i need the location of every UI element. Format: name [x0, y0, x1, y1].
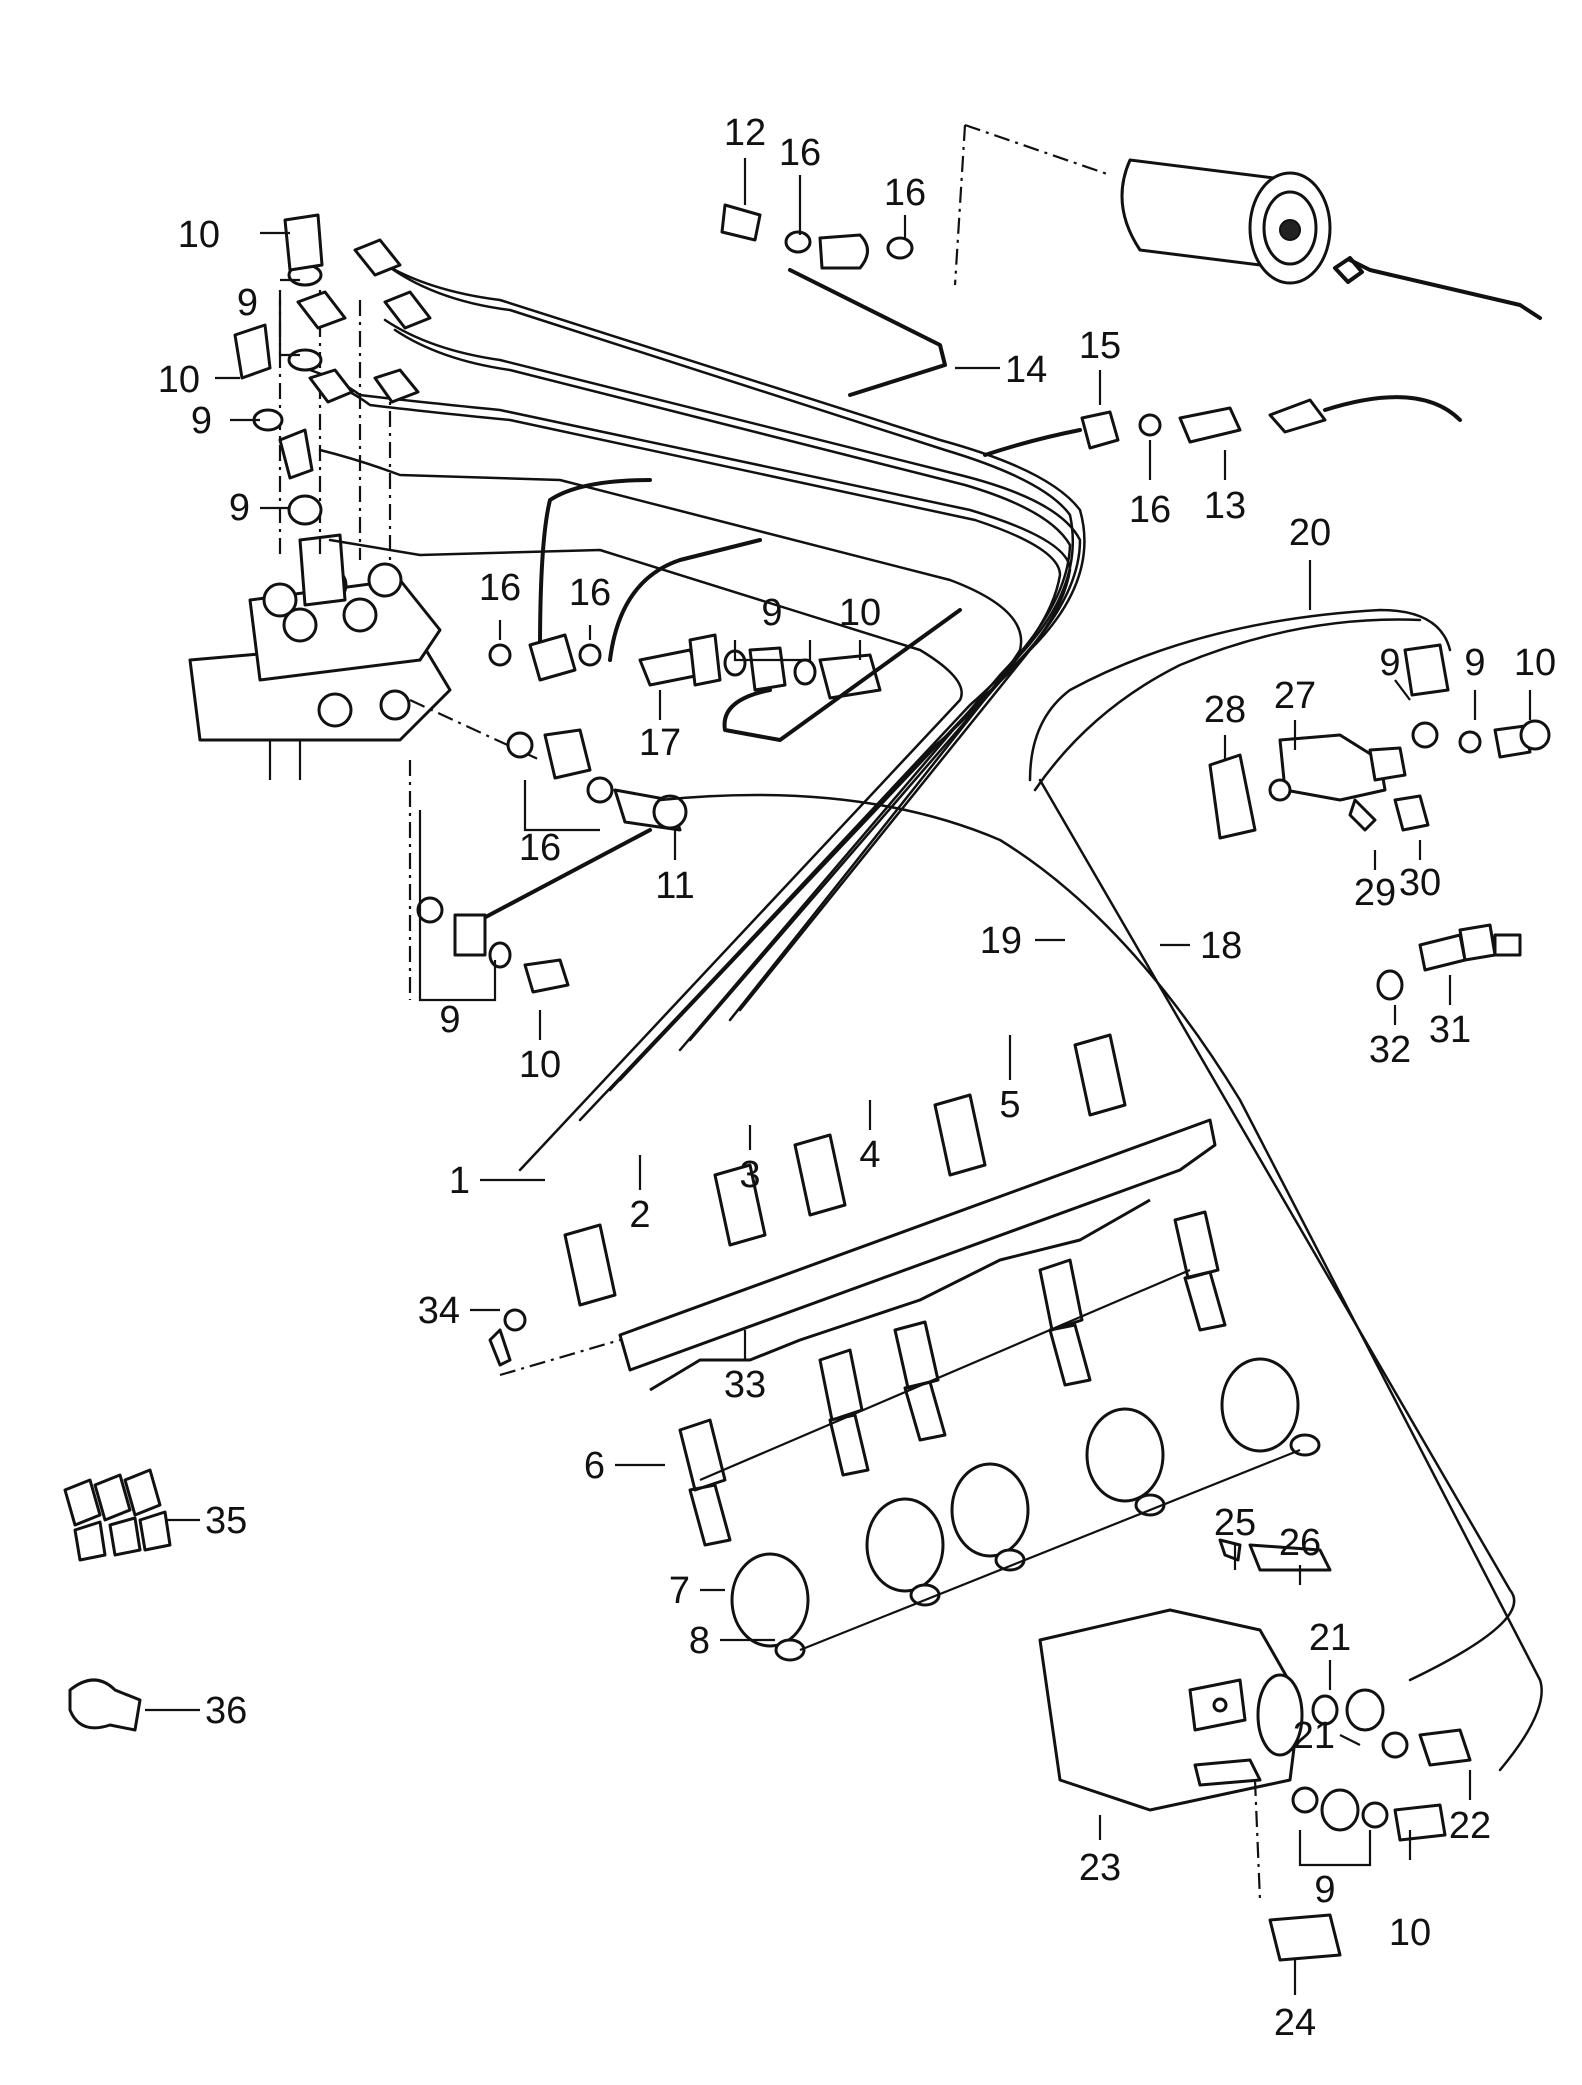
callout-3: 3: [739, 1154, 760, 1196]
callout-21: 21: [1293, 1715, 1335, 1757]
parts-27-32: [1208, 733, 1522, 1001]
callout-8: 8: [689, 1620, 710, 1662]
fuel-filter: [1120, 158, 1542, 320]
callout-9: 9: [1464, 642, 1485, 684]
callout-6: 6: [584, 1445, 605, 1487]
regulator-guide-line: [1253, 1779, 1262, 1901]
callout-9: 9: [761, 592, 782, 634]
callout-25: 25: [1214, 1502, 1256, 1544]
callout-5: 5: [999, 1084, 1020, 1126]
screw-34: [488, 1308, 527, 1367]
callout-13: 13: [1204, 485, 1246, 527]
callout-16: 16: [569, 572, 611, 614]
clips-35: [63, 1468, 172, 1562]
callout-leaders: [145, 158, 1532, 1995]
callout-11: 11: [655, 865, 694, 907]
callout-2: 2: [629, 1194, 650, 1236]
fuel-line-14: [788, 268, 947, 397]
callout-9: 9: [1379, 642, 1400, 684]
callout-numbers: 10 9 10 9 9 12 16 16 14 15 16 13 16 16 9…: [158, 112, 1556, 2044]
callout-10: 10: [158, 359, 200, 401]
banjo-fitting-12-16: [720, 203, 914, 270]
callout-1: 1: [449, 1160, 470, 1202]
callout-15: 15: [1079, 325, 1121, 367]
fitting-group-16-17: [488, 478, 962, 742]
callout-31: 31: [1429, 1009, 1471, 1051]
fuel-line-15-13: [983, 395, 1462, 457]
callout-9: 9: [237, 282, 258, 324]
callout-9: 9: [1314, 1869, 1335, 1911]
callout-16: 16: [479, 567, 521, 609]
line-end-fittings: [563, 1033, 1127, 1307]
callout-28: 28: [1204, 689, 1246, 731]
callout-21: 21: [1309, 1617, 1351, 1659]
callout-22: 22: [1449, 1805, 1491, 1847]
callout-12: 12: [724, 112, 766, 154]
callout-16: 16: [519, 827, 561, 869]
regulator-fittings: [1268, 1688, 1472, 1962]
callout-10: 10: [519, 1044, 561, 1086]
callout-23: 23: [1079, 1847, 1121, 1889]
fuel-distributor: [188, 533, 452, 780]
clip-36: [68, 1678, 142, 1732]
callout-10: 10: [1389, 1912, 1431, 1954]
callout-14: 14: [1005, 349, 1047, 391]
injector-lines-bundle: [308, 253, 1086, 1172]
callout-7: 7: [669, 1570, 690, 1612]
callout-10: 10: [1514, 642, 1556, 684]
callout-18: 18: [1200, 925, 1242, 967]
callout-4: 4: [859, 1134, 880, 1176]
injector-insulators: [699, 1268, 1321, 1662]
callout-30: 30: [1399, 862, 1441, 904]
warm-up-regulator: [1038, 1538, 1332, 1812]
callout-16: 16: [884, 172, 926, 214]
callout-10: 10: [178, 214, 220, 256]
callout-9: 9: [229, 487, 250, 529]
callout-32: 32: [1369, 1029, 1411, 1071]
callout-20: 20: [1289, 512, 1331, 554]
callout-16: 16: [1129, 489, 1171, 531]
clamp-guide-line: [499, 1338, 621, 1377]
callout-19: 19: [980, 920, 1022, 962]
callout-33: 33: [724, 1364, 766, 1406]
callout-26: 26: [1279, 1522, 1321, 1564]
callout-29: 29: [1354, 872, 1396, 914]
filter-alignment-line: [953, 123, 1111, 286]
callout-24: 24: [1274, 2002, 1316, 2044]
callout-35: 35: [205, 1500, 247, 1542]
callout-9: 9: [191, 400, 212, 442]
clamp-strip: [618, 1118, 1217, 1392]
callout-34: 34: [418, 1290, 460, 1332]
return-lines-18-19-20: [658, 608, 1551, 1772]
callout-9: 9: [439, 999, 460, 1041]
callout-17: 17: [639, 722, 681, 764]
callout-27: 27: [1274, 675, 1316, 717]
callout-10: 10: [839, 592, 881, 634]
callout-16: 16: [779, 132, 821, 174]
distributor-outlet-fittings: [233, 213, 432, 526]
callout-36: 36: [205, 1690, 247, 1732]
